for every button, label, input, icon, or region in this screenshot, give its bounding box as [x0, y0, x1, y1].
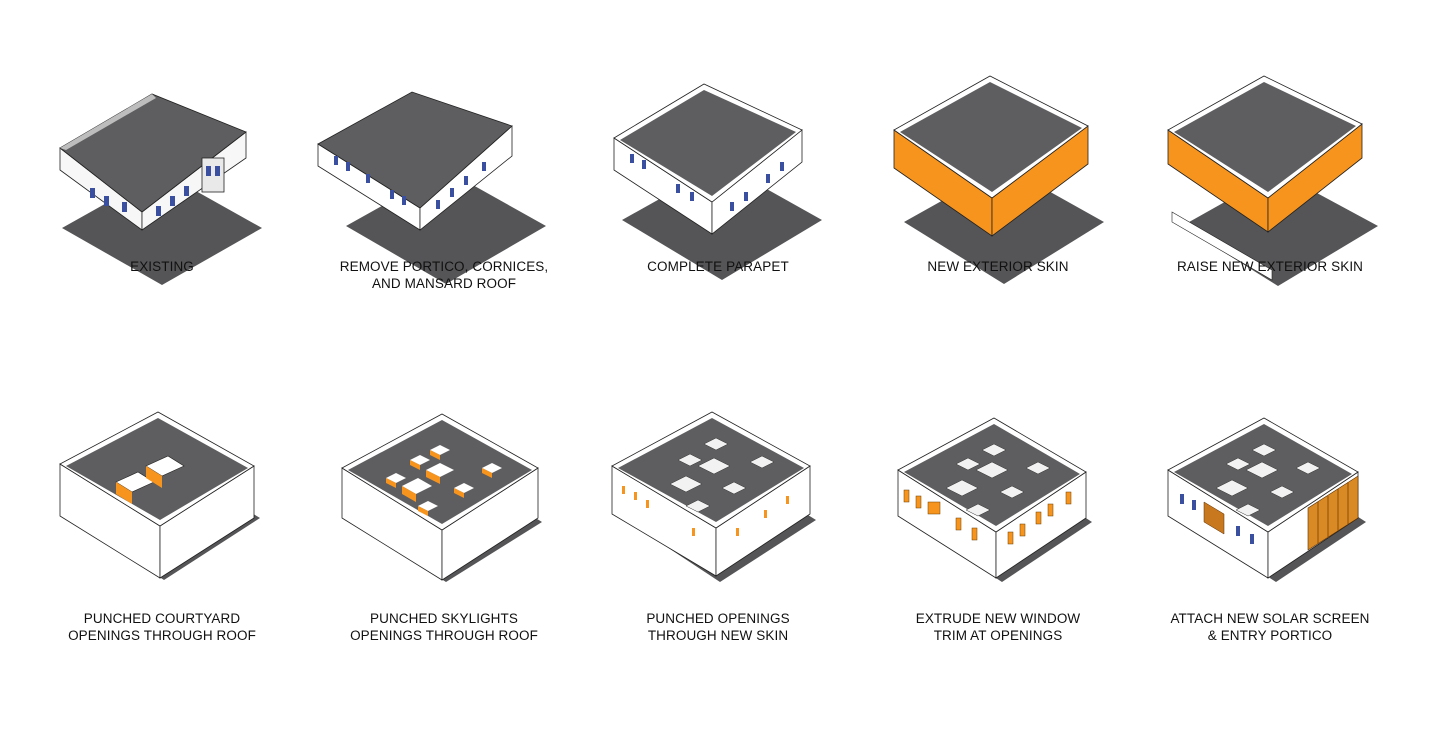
step-existing: EXISTING — [24, 70, 300, 400]
step-caption: EXISTING — [24, 258, 300, 275]
caption-line: ATTACH NEW SOLAR SCREEN — [1170, 611, 1370, 626]
building-remove-portico-illustration — [317, 91, 546, 284]
caption-line: PUNCHED SKYLIGHTS — [370, 611, 518, 626]
building-solar-screen-illustration — [1167, 417, 1366, 582]
step-punched-skylights: PUNCHED SKYLIGHTS OPENINGS THROUGH ROOF — [306, 410, 582, 740]
step-complete-parapet: COMPLETE PARAPET — [580, 70, 856, 400]
caption-line: & ENTRY PORTICO — [1207, 628, 1333, 643]
building-new-exterior-skin-illustration — [893, 75, 1104, 284]
caption-line: NEW EXTERIOR SKIN — [927, 259, 1069, 274]
step-caption: PUNCHED COURTYARD OPENINGS THROUGH ROOF — [24, 610, 300, 644]
building-punched-courtyard-illustration — [59, 411, 260, 580]
caption-line: PUNCHED OPENINGS — [646, 611, 790, 626]
building-punched-skylights-illustration — [341, 413, 542, 582]
building-existing-illustration — [59, 93, 262, 285]
building-extrude-trim-illustration — [897, 417, 1092, 582]
step-caption: REMOVE PORTICO, CORNICES, AND MANSARD RO… — [306, 258, 582, 292]
building-complete-parapet-illustration — [613, 83, 822, 280]
caption-line: REMOVE PORTICO, CORNICES, — [339, 259, 549, 274]
caption-line: EXTRUDE NEW WINDOW — [915, 611, 1081, 626]
step-extrude-window-trim: EXTRUDE NEW WINDOW TRIM AT OPENINGS — [860, 410, 1136, 740]
step-caption: RAISE NEW EXTERIOR SKIN — [1132, 258, 1408, 275]
caption-line: PUNCHED COURTYARD — [83, 611, 241, 626]
step-caption: NEW EXTERIOR SKIN — [860, 258, 1136, 275]
caption-line: THROUGH NEW SKIN — [647, 628, 789, 643]
caption-line: TRIM AT OPENINGS — [933, 628, 1063, 643]
caption-line: AND MANSARD ROOF — [371, 276, 517, 291]
step-punched-openings: PUNCHED OPENINGS THROUGH NEW SKIN — [580, 410, 856, 740]
step-punched-courtyard: PUNCHED COURTYARD OPENINGS THROUGH ROOF — [24, 410, 300, 740]
step-attach-solar-screen: ATTACH NEW SOLAR SCREEN & ENTRY PORTICO — [1132, 410, 1408, 740]
diagram-grid: EXISTING REMOVE PORTICO, CORNICES, AND M… — [24, 70, 1408, 643]
building-raise-skin-illustration — [1167, 75, 1378, 286]
caption-line: RAISE NEW EXTERIOR SKIN — [1176, 259, 1364, 274]
caption-line: COMPLETE PARAPET — [647, 259, 789, 274]
step-new-exterior-skin: NEW EXTERIOR SKIN — [860, 70, 1136, 400]
caption-line: OPENINGS THROUGH ROOF — [68, 628, 256, 643]
building-punched-openings-illustration — [611, 411, 816, 582]
step-caption: ATTACH NEW SOLAR SCREEN & ENTRY PORTICO — [1132, 610, 1408, 644]
step-caption: EXTRUDE NEW WINDOW TRIM AT OPENINGS — [860, 610, 1136, 644]
step-raise-new-exterior-skin: RAISE NEW EXTERIOR SKIN — [1132, 70, 1408, 400]
step-caption: COMPLETE PARAPET — [580, 258, 856, 275]
step-remove-portico: REMOVE PORTICO, CORNICES, AND MANSARD RO… — [306, 70, 582, 400]
caption-line: EXISTING — [130, 259, 194, 274]
step-caption: PUNCHED SKYLIGHTS OPENINGS THROUGH ROOF — [306, 610, 582, 644]
step-caption: PUNCHED OPENINGS THROUGH NEW SKIN — [580, 610, 856, 644]
caption-line: OPENINGS THROUGH ROOF — [350, 628, 538, 643]
